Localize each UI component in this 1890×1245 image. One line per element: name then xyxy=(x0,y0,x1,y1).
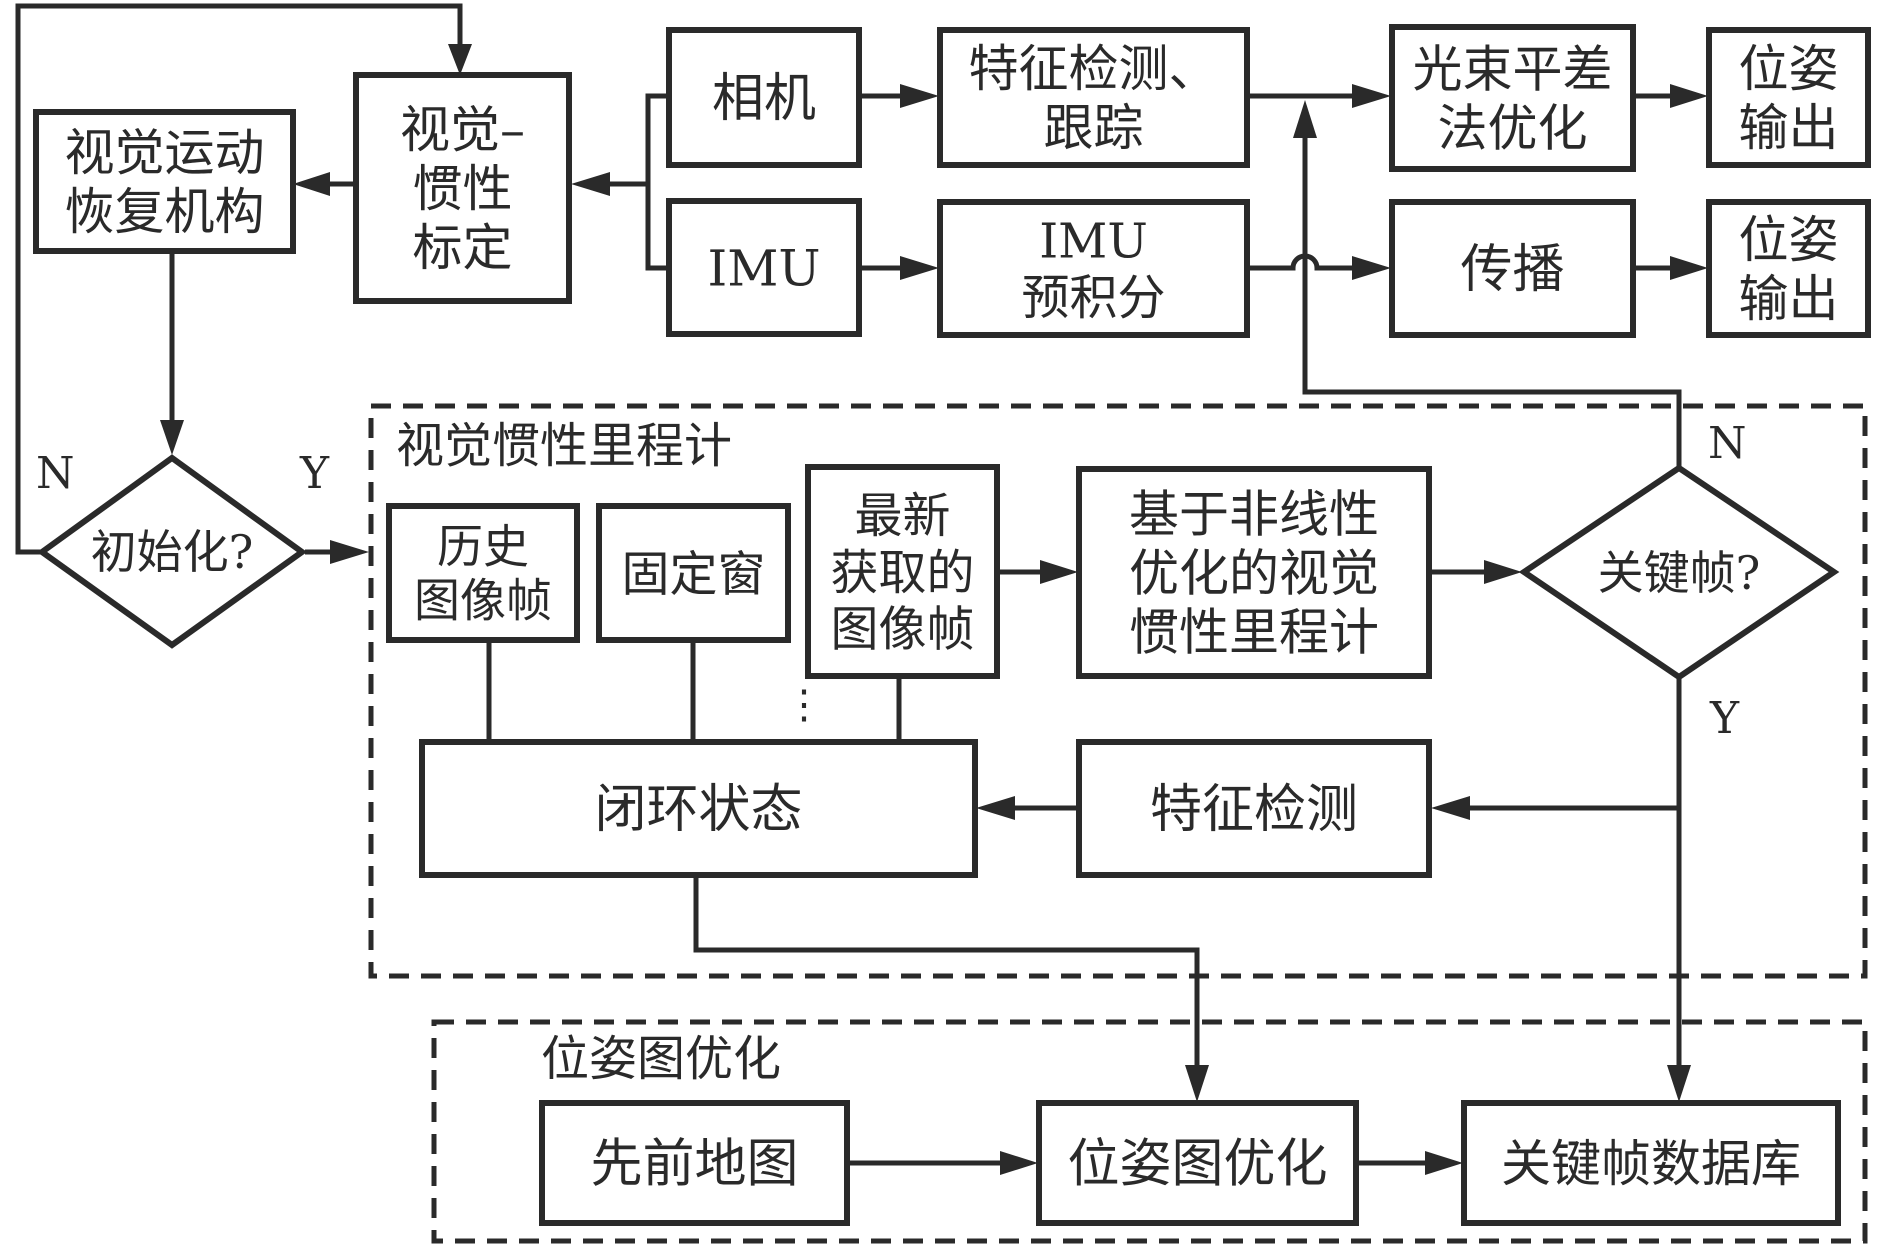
group-pose-graph-label: 位姿图优化 xyxy=(541,1031,781,1087)
node-imu[interactable] xyxy=(666,198,862,337)
arrowhead xyxy=(1670,84,1708,108)
arrowhead xyxy=(1000,1151,1038,1175)
connector-init-no-loop xyxy=(15,3,463,555)
node-nonlinear-vio[interactable] xyxy=(1076,466,1432,679)
node-imu-preintegration[interactable] xyxy=(937,199,1250,338)
node-history-frames-label: 图像帧 xyxy=(414,574,552,628)
node-nonlinear-vio-label: 惯性里程计 xyxy=(1129,604,1379,662)
node-pose-output-1[interactable] xyxy=(1706,27,1871,168)
ellipsis-icon: ⋮ xyxy=(784,682,824,728)
node-propagation[interactable] xyxy=(1389,199,1636,338)
node-keyframe-db-label: 关键帧数据库 xyxy=(1501,1135,1801,1193)
node-imu-preintegration-label: IMU xyxy=(1039,213,1148,269)
node-history-frames[interactable] xyxy=(386,503,580,643)
arrowhead xyxy=(293,172,330,196)
arrowhead xyxy=(1185,1065,1209,1102)
arrowhead xyxy=(900,84,939,108)
node-labels: 视觉运动恢复机构视觉–惯性标定相机IMU特征检测、跟踪IMU预积分光束平差法优化… xyxy=(65,40,1839,1195)
node-keyframe-decision[interactable] xyxy=(1518,464,1840,681)
node-nonlinear-vio-label: 优化的视觉 xyxy=(1129,545,1379,603)
arrowhead xyxy=(1352,84,1391,108)
group-pose-graph-border xyxy=(431,1019,1868,1244)
node-pose-graph-opt-label: 位姿图优化 xyxy=(1067,1135,1327,1195)
node-prior-map[interactable] xyxy=(539,1100,850,1226)
node-pose-output-2[interactable] xyxy=(1706,199,1871,338)
node-imu-label: IMU xyxy=(707,240,820,298)
arrowhead xyxy=(976,796,1015,820)
keyframe-yes-label: Y xyxy=(1709,693,1740,744)
node-latest-frame-label: 获取的 xyxy=(830,545,974,601)
group-vio-label: 视觉惯性里程计 xyxy=(396,418,732,474)
node-feature-tracking-label: 跟踪 xyxy=(1044,99,1144,157)
node-pose-output-1-label: 位姿 xyxy=(1739,40,1839,98)
init-no-label: N xyxy=(36,448,75,499)
node-loop-state[interactable] xyxy=(419,739,978,878)
node-vision-motion-recovery-label: 恢复机构 xyxy=(65,183,265,241)
node-latest-frame[interactable] xyxy=(805,464,1000,679)
node-prior-map-label: 先前地图 xyxy=(590,1135,798,1195)
arrowhead xyxy=(1667,1065,1691,1102)
node-loop-state-label: 闭环状态 xyxy=(594,780,802,840)
node-feature-tracking-label: 特征检测、 xyxy=(969,40,1219,98)
node-vi-calibration-label: 惯性 xyxy=(413,160,513,218)
connector-keyframe-no xyxy=(1302,130,1682,470)
node-init-decision-label: 初始化? xyxy=(91,525,254,579)
node-keyframe-db[interactable] xyxy=(1461,1100,1841,1226)
node-latest-frame-label: 最新 xyxy=(854,488,950,544)
arrowhead xyxy=(1293,100,1317,138)
arrowhead xyxy=(1040,560,1078,584)
node-bundle-adjustment[interactable] xyxy=(1389,24,1636,172)
node-feature-detection[interactable] xyxy=(1076,739,1432,878)
node-imu-preintegration-label: 预积分 xyxy=(1021,270,1165,326)
arrowhead xyxy=(1352,256,1391,280)
arrowhead xyxy=(1670,256,1708,280)
node-init-decision[interactable] xyxy=(36,454,308,649)
arrowhead xyxy=(160,420,184,455)
connector-loop-to-posegraph xyxy=(693,875,1200,1070)
node-history-frames-label: 历史 xyxy=(437,519,529,573)
node-fixed-window[interactable] xyxy=(596,503,791,643)
node-camera[interactable] xyxy=(666,27,862,168)
node-latest-frame-label: 图像帧 xyxy=(830,601,974,657)
node-pose-output-1-label: 输出 xyxy=(1739,99,1839,157)
node-propagation-label: 传播 xyxy=(1460,240,1564,300)
arrowhead xyxy=(1431,796,1470,820)
node-vision-motion-recovery-label: 视觉运动 xyxy=(65,124,265,182)
node-feature-detection-label: 特征检测 xyxy=(1150,780,1358,840)
arrowhead xyxy=(1425,1151,1463,1175)
node-vi-calibration-label: 视觉– xyxy=(400,101,525,159)
node-fixed-window-label: 固定窗 xyxy=(621,546,765,602)
node-vi-calibration-label: 标定 xyxy=(413,219,513,277)
node-keyframe-decision-label: 关键帧? xyxy=(1598,546,1761,600)
node-vision-motion-recovery[interactable] xyxy=(33,109,296,254)
node-pose-graph-opt[interactable] xyxy=(1036,1100,1359,1226)
node-bundle-adjustment-label: 光束平差 xyxy=(1413,41,1613,99)
arrowhead xyxy=(448,44,472,75)
node-pose-output-2-label: 位姿 xyxy=(1739,211,1839,269)
node-pose-output-2-label: 输出 xyxy=(1739,270,1839,328)
node-camera-label: 相机 xyxy=(712,69,816,129)
node-nonlinear-vio-label: 基于非线性 xyxy=(1129,486,1379,544)
arrowhead xyxy=(900,256,939,280)
group-vio-border xyxy=(368,403,1868,979)
init-yes-label: Y xyxy=(299,448,330,499)
connector-sensors-branch xyxy=(645,93,669,271)
arrowhead xyxy=(571,172,610,196)
node-feature-tracking[interactable] xyxy=(937,27,1250,168)
keyframe-no-label: N xyxy=(1708,418,1747,469)
node-vi-calibration[interactable] xyxy=(353,72,572,304)
arrowhead xyxy=(330,540,369,564)
node-bundle-adjustment-label: 法优化 xyxy=(1438,100,1588,158)
arrowhead xyxy=(1484,560,1522,584)
